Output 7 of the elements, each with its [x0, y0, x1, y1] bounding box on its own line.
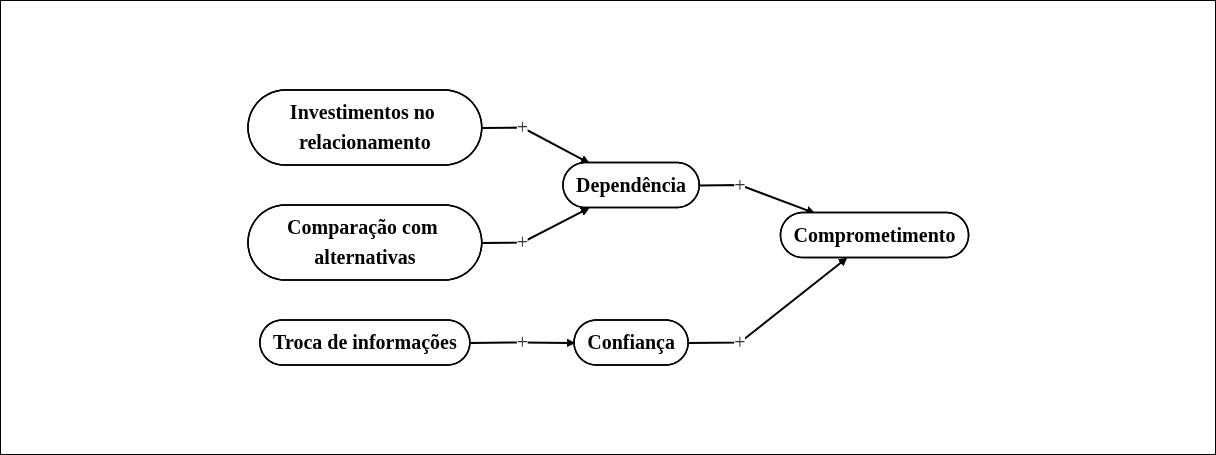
edge-label: +: [516, 231, 528, 254]
edge-label: +: [733, 174, 746, 196]
edge-label: +: [516, 116, 528, 139]
arrow: [469, 338, 575, 348]
edge-label: +: [516, 331, 528, 354]
edge-label: +: [733, 331, 746, 354]
arrow: [687, 257, 847, 344]
